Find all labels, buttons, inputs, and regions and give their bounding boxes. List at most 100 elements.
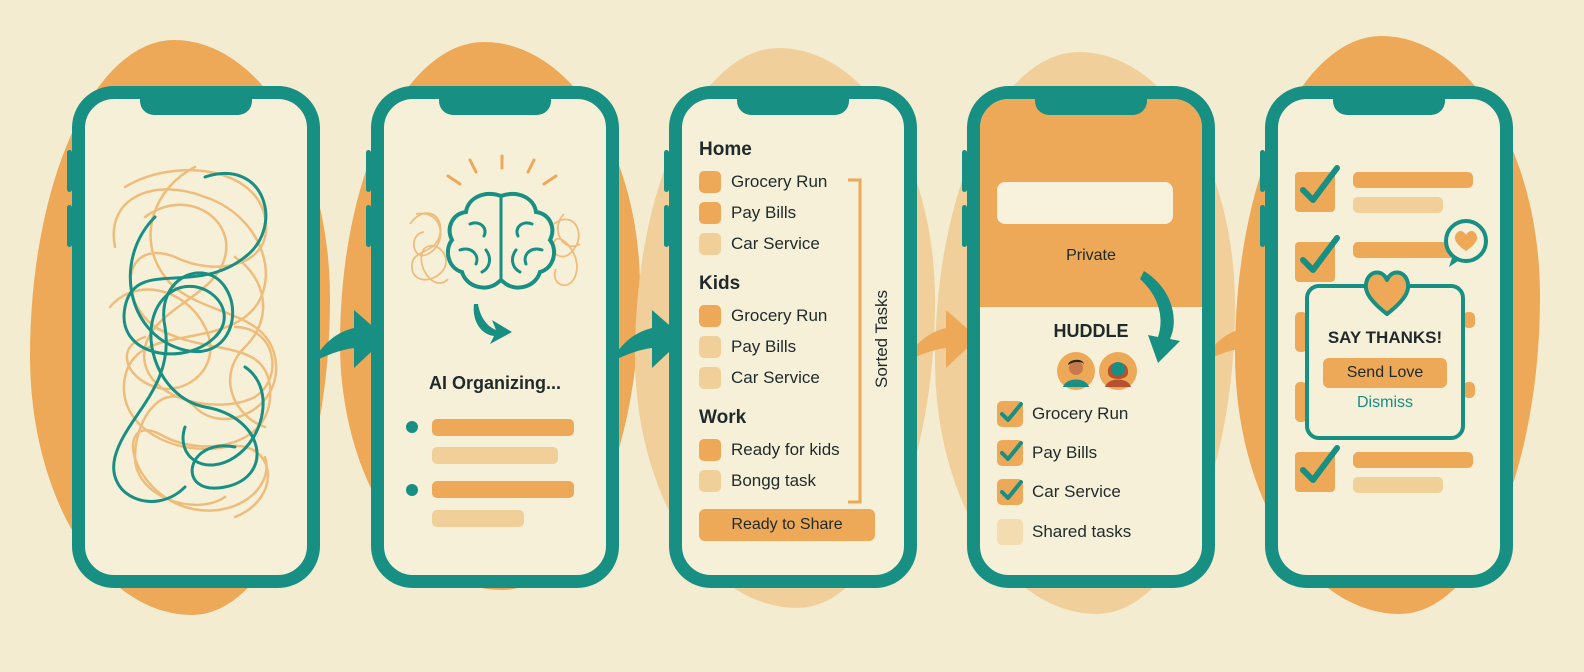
- private-label: Private: [1066, 247, 1116, 264]
- side-button: [664, 205, 669, 247]
- side-button: [366, 205, 371, 247]
- side-button: [962, 205, 967, 247]
- task-label: Car Service: [731, 234, 820, 253]
- group-title-kids: Kids: [699, 273, 741, 294]
- task-checkbox[interactable]: [699, 202, 721, 224]
- shared-task[interactable]: Pay Bills: [997, 440, 1097, 466]
- placeholder-bar: [432, 481, 574, 498]
- placeholder-bar: [1295, 382, 1307, 422]
- bracket-icon: [848, 178, 862, 504]
- placeholder-bar: [432, 510, 524, 527]
- placeholder-bar: [1463, 312, 1475, 328]
- list-bullet: [406, 484, 418, 496]
- placeholder-bar: [1353, 452, 1473, 468]
- heart-bubble-icon: [1444, 219, 1488, 267]
- send-love-button[interactable]: Send Love: [1323, 358, 1447, 388]
- phone-notch: [140, 99, 252, 115]
- dismiss-button[interactable]: Dismiss: [1357, 394, 1413, 411]
- side-button: [67, 150, 72, 192]
- shared-task[interactable]: Car Service: [997, 479, 1121, 505]
- task-label: Grocery Run: [731, 172, 828, 191]
- group-title-work: Work: [699, 407, 747, 428]
- phone-huddle: Private HUDDLE Grocery Run Pay Bills Car…: [967, 86, 1215, 588]
- task-label: Pay Bills: [731, 203, 797, 222]
- curved-arrow-icon: [1140, 271, 1180, 363]
- task-label: Grocery Run: [731, 306, 828, 325]
- task-label: Car Service: [1032, 482, 1121, 501]
- placeholder-bar: [1353, 197, 1443, 213]
- popup-title: SAY THANKS!: [1327, 328, 1443, 347]
- task-checkbox[interactable]: [997, 519, 1023, 545]
- phone-notch: [1333, 99, 1445, 115]
- phone-sorted-tasks: Home Grocery Run Pay Bills Car Service K…: [669, 86, 917, 588]
- side-button: [67, 205, 72, 247]
- placeholder-bar: [432, 447, 558, 464]
- shared-task[interactable]: Grocery Run: [997, 401, 1128, 427]
- task-label: Bonɡɡ task: [731, 471, 817, 490]
- task-checkbox[interactable]: [699, 470, 721, 492]
- placeholder-bar: [1295, 312, 1307, 352]
- private-input[interactable]: [997, 182, 1173, 224]
- task-item[interactable]: Car Service: [699, 233, 820, 255]
- task-item[interactable]: Grocery Run: [699, 171, 827, 193]
- checkmark-icon: [1295, 235, 1340, 282]
- avatar: [1057, 352, 1095, 390]
- group-title-home: Home: [699, 139, 752, 160]
- orange-arrow: [904, 310, 978, 368]
- side-button: [1260, 205, 1265, 247]
- placeholder-bar: [1353, 242, 1473, 258]
- task-label: Pay Bills: [731, 337, 797, 356]
- phone-tangled: [72, 86, 320, 588]
- task-item[interactable]: Pay Bills: [699, 202, 796, 224]
- brain-icon: [409, 154, 581, 344]
- task-label: Pay Bills: [1032, 443, 1098, 462]
- sorted-tasks-label: Sorted Tasks: [872, 290, 891, 388]
- side-button: [366, 150, 371, 192]
- task-checkbox[interactable]: [699, 439, 721, 461]
- checkmark-icon: [1295, 445, 1340, 492]
- ai-status-text: AI Organizing...: [428, 373, 561, 393]
- teal-arrow: [312, 310, 386, 368]
- task-checkbox[interactable]: [699, 233, 721, 255]
- checkmark-icon[interactable]: [997, 440, 1023, 466]
- side-button: [664, 150, 669, 192]
- task-item[interactable]: Pay Bills: [699, 336, 796, 358]
- task-item[interactable]: Bonɡɡ task: [699, 470, 816, 492]
- placeholder-bar: [1353, 477, 1443, 493]
- task-label: Ready for kids: [731, 440, 840, 459]
- checkmark-icon: [1295, 165, 1340, 212]
- ready-to-share-button[interactable]: Ready to Share: [699, 509, 875, 541]
- side-button: [1260, 150, 1265, 192]
- task-checkbox[interactable]: [699, 367, 721, 389]
- placeholder-bar: [432, 419, 574, 436]
- task-label: Shared tasks: [1032, 522, 1132, 541]
- placeholder-bar: [1353, 172, 1473, 188]
- shared-task[interactable]: Shared tasks: [997, 519, 1131, 545]
- checkmark-icon[interactable]: [997, 479, 1023, 505]
- phone-ai-organizing: AI Organizing...: [371, 86, 619, 588]
- placeholder-bar: [1463, 382, 1475, 398]
- task-item[interactable]: Ready for kids: [699, 439, 840, 461]
- orange-arrow: [1202, 310, 1276, 368]
- task-item[interactable]: Grocery Run: [699, 305, 827, 327]
- phone-notch: [1035, 99, 1147, 115]
- task-checkbox[interactable]: [699, 171, 721, 193]
- tangled-lines-icon: [108, 165, 278, 519]
- heart-icon: [1363, 266, 1411, 316]
- say-thanks-popup: SAY THANKS! Send Love Dismiss: [1305, 266, 1465, 440]
- task-checkbox[interactable]: [699, 336, 721, 358]
- phone-say-thanks: SAY THANKS! Send Love Dismiss: [1265, 86, 1513, 588]
- teal-arrow: [610, 310, 684, 368]
- huddle-title: HUDDLE: [1053, 321, 1129, 341]
- checkmark-icon[interactable]: [997, 401, 1023, 427]
- avatar: [1099, 352, 1137, 390]
- list-bullet: [406, 421, 418, 433]
- phone-notch: [737, 99, 849, 115]
- task-item[interactable]: Car Service: [699, 367, 820, 389]
- task-label: Car Service: [731, 368, 820, 387]
- side-button: [962, 150, 967, 192]
- phone-notch: [439, 99, 551, 115]
- task-label: Grocery Run: [1032, 404, 1129, 423]
- task-checkbox[interactable]: [699, 305, 721, 327]
